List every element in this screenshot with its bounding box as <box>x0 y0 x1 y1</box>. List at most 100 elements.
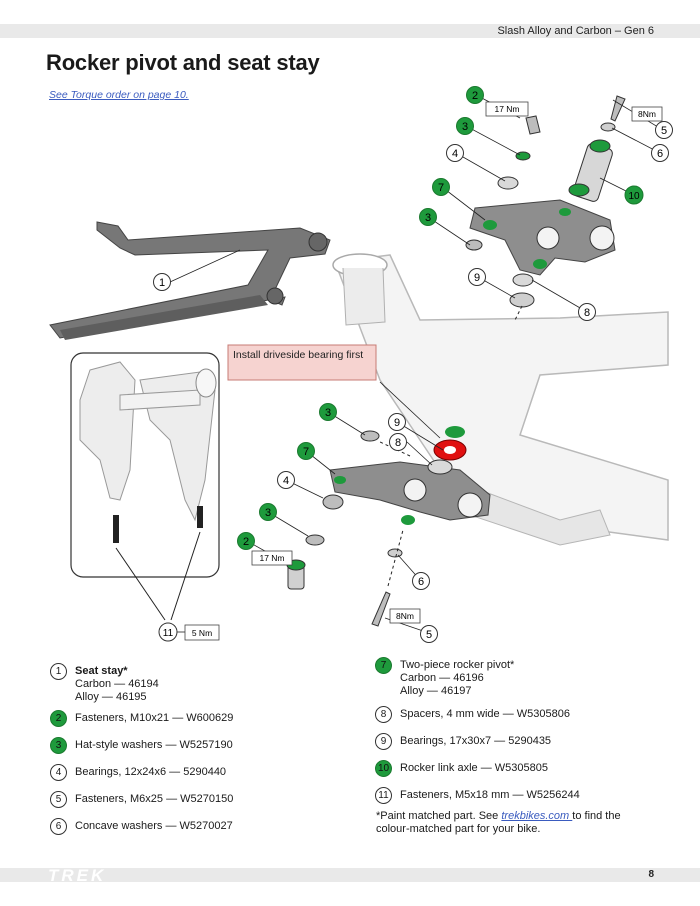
leader-lines <box>169 94 664 634</box>
svg-text:7: 7 <box>303 446 309 458</box>
frame <box>332 253 669 546</box>
legend-desc: Concave washers — W5270027 <box>75 820 233 832</box>
marker-1: 1 <box>153 273 171 291</box>
trekbikes-link[interactable]: trekbikes.com <box>501 810 573 822</box>
footer-bar <box>0 868 700 882</box>
svg-text:9: 9 <box>394 417 400 429</box>
callout-install-driveside: Install driveside bearing first <box>227 344 377 381</box>
svg-text:6: 6 <box>657 148 663 160</box>
legend-num: 8 <box>375 706 392 723</box>
svg-text:2: 2 <box>472 90 478 102</box>
marker-8: 8 <box>389 433 407 451</box>
marker-7: 7 <box>297 442 315 460</box>
marker-6: 6 <box>651 144 669 162</box>
marker-4: 4 <box>446 144 464 162</box>
torque-labels: 17 Nm 8Nm 17 Nm 8Nm 5 Nm <box>184 101 663 641</box>
marker-4: 4 <box>277 471 295 489</box>
legend-num: 2 <box>50 710 67 727</box>
svg-text:8Nm: 8Nm <box>638 109 656 119</box>
number-markers: 1 2 3 4 5 6 7 3 10 9 8 3 9 8 7 4 3 2 6 5… <box>153 86 673 643</box>
legend-item-11: 11 Fasteners, M5x18 mm — W5256244 <box>375 787 580 804</box>
svg-text:17 Nm: 17 Nm <box>259 553 284 563</box>
svg-text:3: 3 <box>462 121 468 133</box>
legend-desc: Bearings, 17x30x7 — 5290435 <box>400 735 552 747</box>
paint-matched-note: *Paint matched part. See trekbikes.com t… <box>376 810 636 836</box>
trek-logo: TREK <box>48 866 107 885</box>
svg-text:4: 4 <box>283 475 289 487</box>
legend-item-9: 9 Bearings, 17x30x7 — 5290435 <box>375 733 552 750</box>
marker-6: 6 <box>412 572 430 590</box>
note-text: *Paint matched part. See <box>376 810 502 822</box>
svg-text:17 Nm: 17 Nm <box>494 104 519 114</box>
page-number: 8 <box>648 869 654 880</box>
svg-text:6: 6 <box>418 576 424 588</box>
legend-item-4: 4 Bearings, 12x24x6 — 5290440 <box>50 764 227 781</box>
svg-text:3: 3 <box>265 507 271 519</box>
marker-3: 3 <box>419 208 437 226</box>
model-name: Slash Alloy and Carbon – Gen 6 <box>497 25 654 37</box>
inset-detail <box>70 352 220 621</box>
legend-desc: Bearings, 12x24x6 — 5290440 <box>75 766 227 778</box>
marker-2: 2 <box>466 86 484 104</box>
note-text: to find the colour-matched part for your… <box>376 810 621 835</box>
svg-text:3: 3 <box>325 407 331 419</box>
marker-5: 5 <box>420 625 438 643</box>
legend-num: 1 <box>50 663 67 680</box>
svg-text:5 Nm: 5 Nm <box>192 628 212 638</box>
marker-3: 3 <box>259 503 277 521</box>
legend-num: 7 <box>375 657 392 674</box>
svg-text:8Nm: 8Nm <box>396 611 414 621</box>
marker-2: 2 <box>237 532 255 550</box>
legend-num: 9 <box>375 733 392 750</box>
legend-desc: Rocker link axle — W5305805 <box>400 762 548 774</box>
legend-desc: Hat-style washers — W5257190 <box>75 739 233 751</box>
marker-7: 7 <box>432 178 450 196</box>
marker-9: 9 <box>388 413 406 431</box>
legend-item-2: 2 Fasteners, M10x21 — W600629 <box>50 710 234 727</box>
svg-text:8: 8 <box>395 437 401 449</box>
legend-num: 3 <box>50 737 67 754</box>
svg-text:10: 10 <box>628 191 640 202</box>
marker-11: 11 <box>158 622 178 642</box>
legend-item-3: 3 Hat-style washers — W5257190 <box>50 737 233 754</box>
marker-8: 8 <box>578 303 596 321</box>
svg-text:5: 5 <box>426 629 432 641</box>
svg-text:Install driveside bearing firs: Install driveside bearing first <box>233 349 363 361</box>
legend-num: 5 <box>50 791 67 808</box>
marker-10: 10 <box>624 185 644 205</box>
legend-item-5: 5 Fasteners, M6x25 — W5270150 <box>50 791 234 808</box>
legend-num: 11 <box>375 787 392 804</box>
legend-num: 6 <box>50 818 67 835</box>
legend-item-10: 10 Rocker link axle — W5305805 <box>375 760 548 777</box>
legend-num: 10 <box>375 760 392 777</box>
legend-desc: Spacers, 4 mm wide — W5305806 <box>400 708 570 720</box>
svg-text:7: 7 <box>438 182 444 194</box>
svg-text:2: 2 <box>243 536 249 548</box>
seat-stay <box>49 221 331 340</box>
legend-item-6: 6 Concave washers — W5270027 <box>50 818 233 835</box>
svg-text:11: 11 <box>163 628 174 639</box>
svg-text:8: 8 <box>584 307 590 319</box>
svg-text:5: 5 <box>661 125 667 137</box>
svg-text:3: 3 <box>425 212 431 224</box>
marker-3: 3 <box>456 117 474 135</box>
svg-text:1: 1 <box>159 277 165 289</box>
header-bar <box>0 24 700 38</box>
legend-num: 4 <box>50 764 67 781</box>
rocker-lower <box>286 426 491 627</box>
svg-text:4: 4 <box>452 148 458 160</box>
legend-desc: Fasteners, M6x25 — W5270150 <box>75 793 234 805</box>
legend-item-8: 8 Spacers, 4 mm wide — W5305806 <box>375 706 570 723</box>
legend-desc: Fasteners, M10x21 — W600629 <box>75 712 234 724</box>
legend-desc: Fasteners, M5x18 mm — W5256244 <box>400 789 580 801</box>
marker-9: 9 <box>468 268 486 286</box>
torque-order-link[interactable]: See Torque order on page 10. <box>49 89 189 101</box>
page-title: Rocker pivot and seat stay <box>46 50 320 75</box>
rocker-upper <box>465 95 626 321</box>
svg-text:9: 9 <box>474 272 480 284</box>
marker-5: 5 <box>655 121 673 139</box>
